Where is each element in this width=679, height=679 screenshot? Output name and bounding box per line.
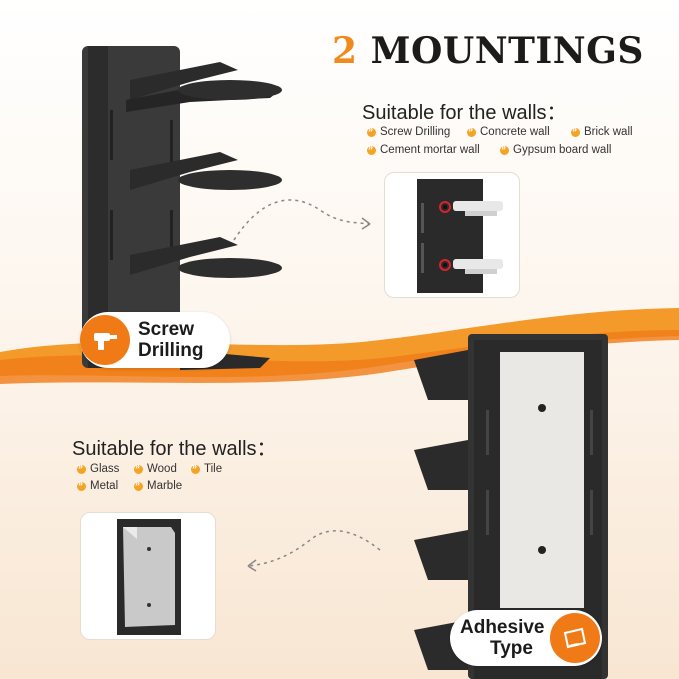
bullet-icon — [191, 461, 200, 474]
bullet-icon — [467, 124, 476, 137]
badge-line2: Drilling — [138, 340, 204, 361]
page-title: 2 MOUNTINGS — [332, 30, 672, 72]
bullet-icon — [500, 142, 509, 155]
adhesive-walls-list: Glass Wood Tile Metal Marble — [77, 461, 277, 499]
adhesive-type-badge: Adhesive Type — [450, 610, 602, 666]
screw-walls-heading: Suitable for the walls： — [362, 102, 567, 124]
bullet-icon — [134, 461, 143, 474]
adhesive-tape-icon — [550, 613, 601, 663]
wall-item: Wood — [134, 461, 177, 475]
bullet-icon — [367, 124, 376, 137]
screw-detail-card — [384, 172, 520, 298]
bullet-icon — [134, 478, 143, 491]
adhesive-detail-card — [80, 512, 216, 640]
bullet-icon — [367, 142, 376, 155]
wall-item: Concrete wall — [467, 124, 550, 138]
badge-text: Screw Drilling — [138, 319, 203, 361]
wall-item: Metal — [77, 478, 118, 492]
adhesive-detail-image — [117, 519, 181, 635]
screw-walls-list: Screw Drilling Concrete wall Brick wall … — [367, 124, 667, 162]
dotted-arrow-bottom — [247, 530, 381, 572]
screw-detail-image — [417, 179, 503, 293]
screw-drilling-badge: Screw Drilling — [80, 312, 230, 368]
bullet-icon — [571, 124, 580, 137]
bullet-icon — [77, 478, 86, 491]
badge-line2: Type — [490, 638, 533, 659]
badge-text: Adhesive Type — [460, 617, 544, 659]
wall-item: Marble — [134, 478, 182, 492]
badge-line1: Adhesive — [460, 617, 545, 638]
bullet-icon — [77, 461, 86, 474]
wall-item: Tile — [191, 461, 222, 475]
wall-item: Cement mortar wall — [367, 142, 480, 156]
dotted-arrow-top — [233, 199, 371, 241]
screw-mount-product-image — [82, 46, 282, 370]
adhesive-mount-product-image — [414, 334, 608, 679]
drill-icon — [80, 315, 130, 365]
wall-item: Glass — [77, 461, 119, 475]
title-text: MOUNTINGS — [370, 30, 644, 72]
adhesive-walls-heading: Suitable for the walls： — [72, 438, 277, 460]
wall-item: Brick wall — [571, 124, 633, 138]
badge-line1: Screw — [138, 319, 194, 340]
title-number: 2 — [332, 30, 358, 72]
wall-item: Screw Drilling — [367, 124, 450, 138]
wall-item: Gypsum board wall — [500, 142, 611, 156]
